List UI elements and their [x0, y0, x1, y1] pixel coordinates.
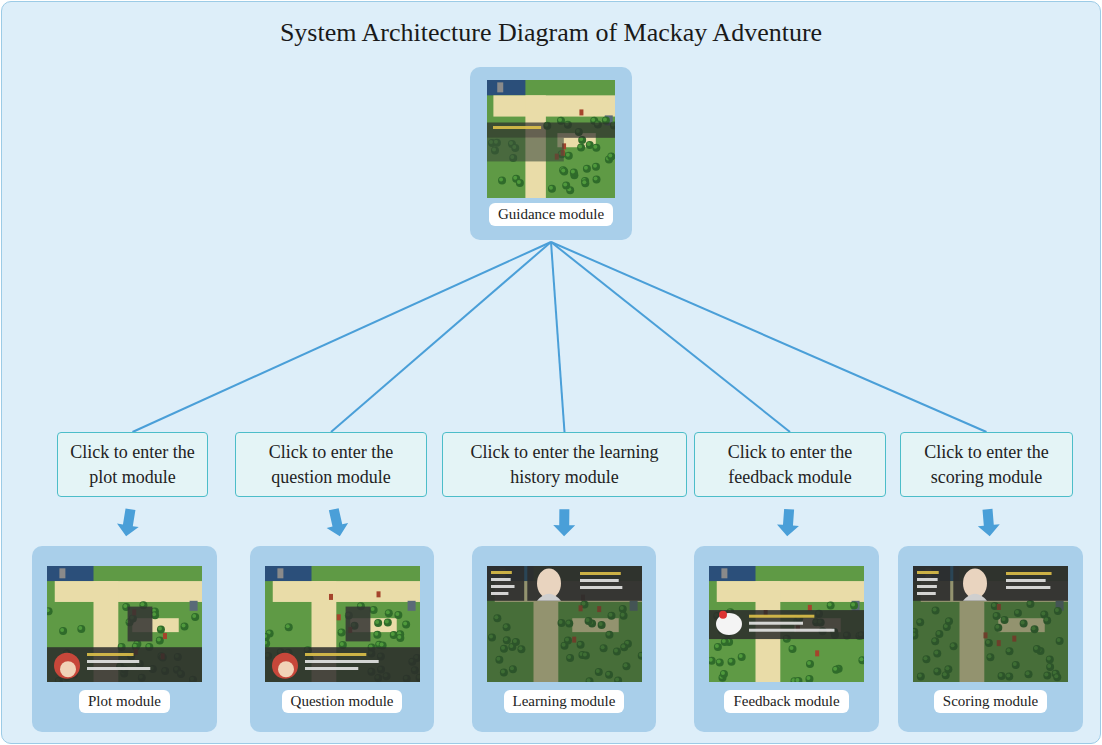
connector-line	[551, 242, 987, 432]
screenshot-holder	[265, 566, 420, 682]
connector-line	[551, 242, 790, 432]
game-screenshot	[487, 80, 615, 198]
navigation-text: Click to enter the scoring module	[909, 440, 1064, 489]
module-panel: Feedback module	[694, 546, 879, 732]
module-panel: Guidance module	[470, 67, 632, 240]
navigation-box: Click to enter the scoring module	[900, 432, 1073, 497]
module-label: Scoring module	[934, 690, 1047, 713]
module-panel: Question module	[250, 546, 434, 732]
module-label: Learning module	[504, 690, 625, 713]
navigation-text: Click to enter the feedback module	[703, 440, 877, 489]
connector-line	[331, 242, 551, 432]
navigation-text: Click to enter the plot module	[66, 440, 199, 489]
connector-line	[133, 242, 552, 432]
module-panel: Scoring module	[898, 546, 1083, 732]
game-screenshot	[487, 566, 642, 682]
navigation-text: Click to enter the question module	[244, 440, 418, 489]
game-screenshot	[709, 566, 864, 682]
flow-arrow	[978, 509, 1000, 536]
game-screenshot	[265, 566, 420, 682]
screenshot-holder	[709, 566, 864, 682]
flow-arrow	[777, 509, 799, 536]
module-label: Guidance module	[489, 203, 613, 226]
screenshot-holder	[487, 80, 615, 198]
screenshot-holder	[47, 566, 202, 682]
module-label: Feedback module	[724, 690, 848, 713]
navigation-text: Click to enter the learning history modu…	[451, 440, 678, 489]
navigation-box: Click to enter the question module	[235, 432, 427, 497]
screenshot-holder	[913, 566, 1068, 682]
module-label: Plot module	[79, 690, 170, 713]
navigation-box: Click to enter the feedback module	[694, 432, 886, 497]
flow-arrow	[117, 508, 139, 536]
navigation-box: Click to enter the plot module	[57, 432, 208, 497]
game-screenshot	[913, 566, 1068, 682]
connector-line	[551, 242, 565, 432]
module-panel: Plot module	[32, 546, 217, 732]
navigation-box: Click to enter the learning history modu…	[442, 432, 687, 497]
flow-arrow	[553, 509, 575, 536]
diagram-title: System Architecture Diagram of Mackay Ad…	[0, 18, 1102, 48]
module-panel: Learning module	[472, 546, 656, 732]
screenshot-holder	[487, 566, 642, 682]
flow-arrow	[327, 508, 348, 536]
module-label: Question module	[282, 690, 403, 713]
game-screenshot	[47, 566, 202, 682]
